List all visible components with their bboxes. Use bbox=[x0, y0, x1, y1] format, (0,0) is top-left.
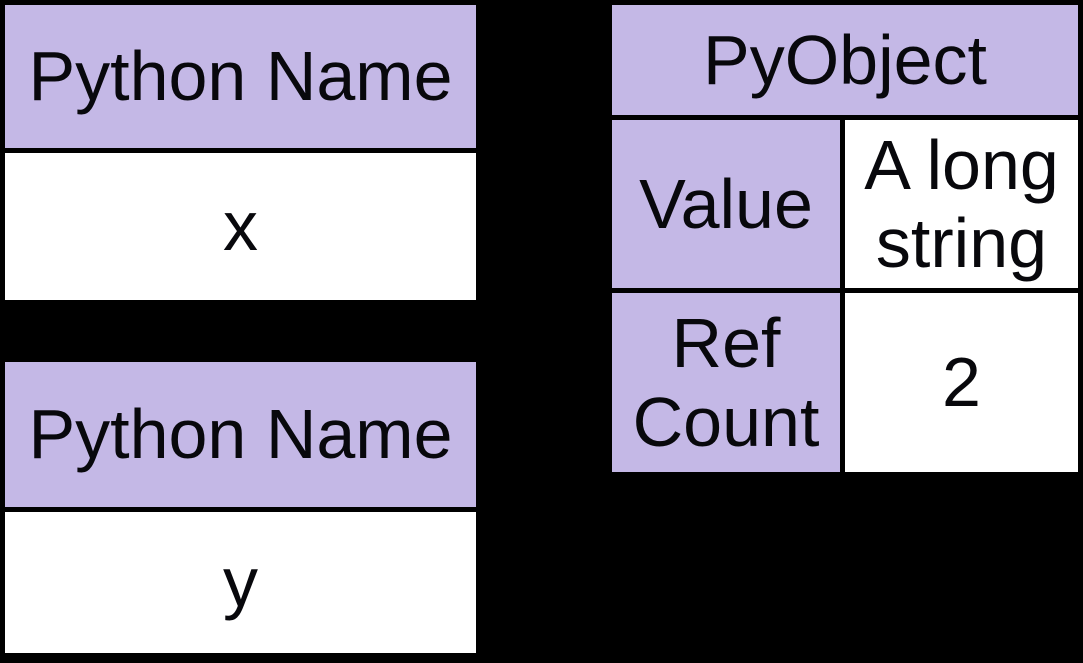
pyobject-title: PyObject bbox=[612, 5, 1078, 115]
python-name-y-value: y bbox=[5, 512, 476, 653]
pyobject-table: PyObject Value A long string Ref Count 2 bbox=[607, 0, 1083, 477]
pyobject-value-cell: A long string bbox=[845, 120, 1078, 288]
pyobject-value-label: Value bbox=[612, 120, 840, 288]
pyobject-refcount-label: Ref Count bbox=[612, 293, 840, 472]
pyobject-refcount-cell: 2 bbox=[845, 293, 1078, 472]
python-name-x-table: Python Name x bbox=[0, 0, 481, 305]
python-name-x-value: x bbox=[5, 153, 476, 300]
python-name-y-header: Python Name bbox=[5, 362, 476, 507]
python-name-y-table: Python Name y bbox=[0, 357, 481, 658]
python-name-x-header: Python Name bbox=[5, 5, 476, 148]
